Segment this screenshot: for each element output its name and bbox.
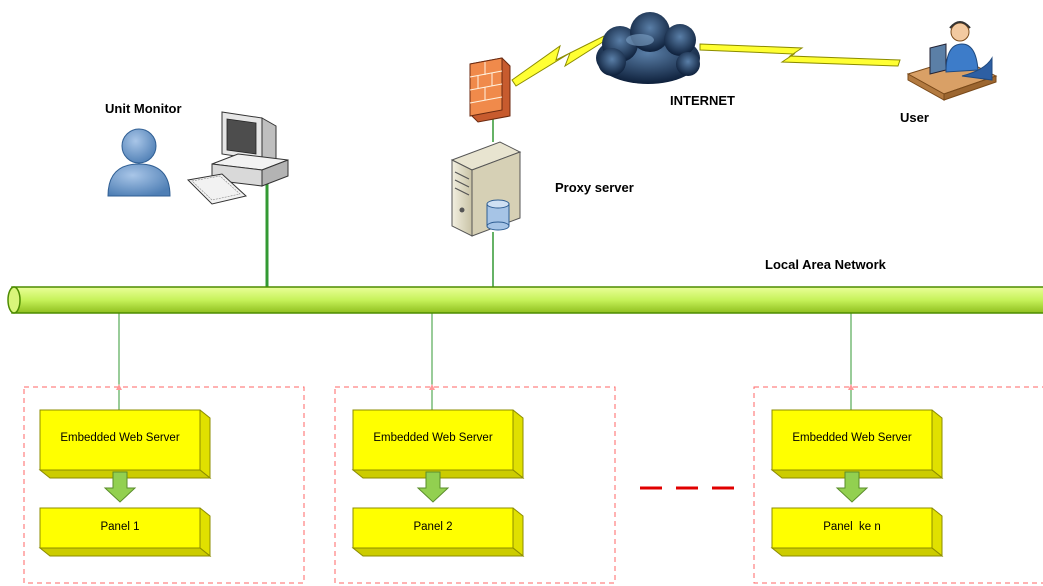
node-container-1 (23, 386, 305, 584)
firewall-icon (469, 57, 511, 123)
server-box-2 (351, 409, 525, 480)
panel-label-1: Panel 1 (100, 521, 140, 533)
internet-label: INTERNET (670, 93, 735, 108)
lan-label: Local Area Network (765, 257, 886, 272)
server-label-2: Embedded Web Server (373, 432, 493, 444)
down-arrow-2 (416, 471, 450, 503)
panel-box-2 (351, 507, 525, 558)
proxy-server-icon (450, 141, 522, 237)
server-box-3 (770, 409, 944, 480)
panel-box-1 (38, 507, 212, 558)
panel-label-2: Panel 2 (413, 521, 453, 533)
drop-arrowhead-2 (429, 384, 435, 390)
person-icon (107, 128, 171, 197)
unit-monitor-label: Unit Monitor (105, 101, 182, 116)
panel-label-3: Panel ke n (823, 521, 881, 533)
proxy-server-label: Proxy server (555, 180, 634, 195)
node-container-3 (753, 386, 1043, 584)
user-at-desk-icon (906, 21, 998, 101)
lightning-firewall-cloud (511, 35, 607, 87)
down-arrow-1 (103, 471, 137, 503)
panel-box-3 (770, 507, 944, 558)
drop-arrowhead-3 (848, 384, 854, 390)
internet-cloud-icon (596, 12, 700, 84)
server-box-1 (38, 409, 212, 480)
server-label-3: Embedded Web Server (792, 432, 912, 444)
node-container-2 (334, 386, 616, 584)
lan-bus (7, 286, 1043, 314)
server-label-1: Embedded Web Server (60, 432, 180, 444)
down-arrow-3 (835, 471, 869, 503)
lightning-cloud-user (699, 43, 901, 67)
user-label: User (900, 110, 929, 125)
drop-arrowhead-1 (116, 384, 122, 390)
desktop-computer-icon (186, 111, 289, 205)
